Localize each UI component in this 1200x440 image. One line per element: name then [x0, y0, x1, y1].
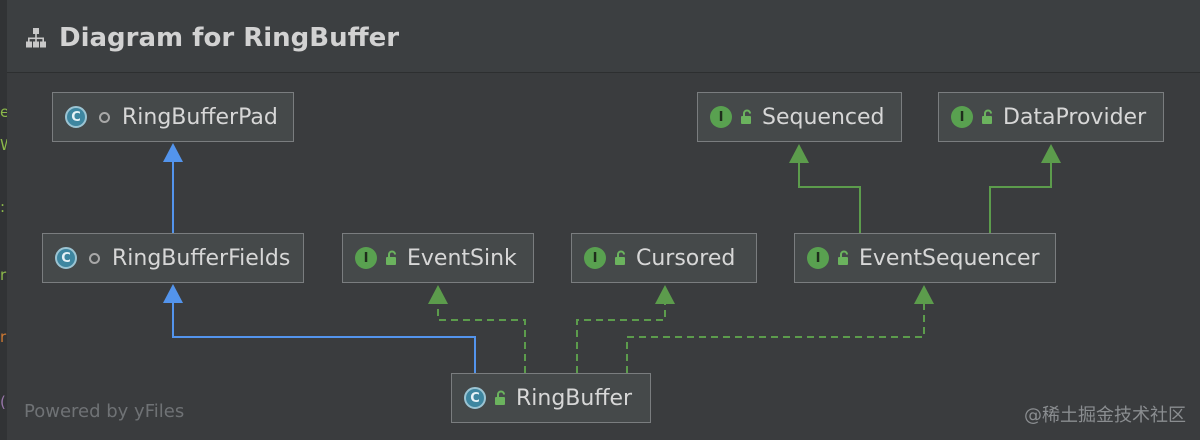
node-ringbufferfields[interactable]: C RingBufferFields: [42, 233, 304, 283]
powered-by-label: Powered by yFiles: [24, 401, 185, 422]
hierarchy-icon: [26, 28, 46, 48]
edge-ringbuffer-extends-ringbufferfields: [163, 284, 476, 373]
public-lock-icon: [982, 109, 992, 124]
package-visibility-icon: [89, 252, 100, 264]
node-dataprovider[interactable]: I DataProvider: [938, 92, 1164, 142]
node-label: Sequenced: [762, 104, 885, 130]
arrowhead-icon: [789, 144, 809, 163]
arrowhead-icon: [163, 284, 183, 303]
diagram-title: Diagram for RingBuffer: [59, 23, 400, 53]
node-label: RingBufferPad: [122, 104, 278, 130]
arrowhead-icon: [1041, 144, 1061, 163]
class-icon: C: [464, 387, 486, 409]
node-label: RingBufferFields: [112, 245, 291, 271]
node-ringbufferpad[interactable]: C RingBufferPad: [52, 92, 294, 142]
class-icon: C: [55, 247, 77, 269]
public-lock-icon: [386, 250, 396, 265]
public-lock-icon: [615, 250, 625, 265]
edge-ringbufferfields-extends-ringbufferpad: [163, 143, 183, 233]
node-ringbuffer[interactable]: C RingBuffer: [451, 373, 651, 423]
node-label: EventSequencer: [859, 245, 1040, 271]
node-label: Cursored: [636, 245, 736, 271]
edge-ringbuffer-implements-eventsink: [428, 285, 526, 373]
edge-ringbuffer-implements-eventsequencer: [626, 285, 934, 373]
edge-eventsequencer-extends-sequenced: [789, 144, 861, 233]
interface-icon: I: [951, 106, 973, 128]
arrowhead-icon: [428, 285, 448, 304]
arrowhead-icon: [163, 143, 183, 162]
node-eventsink[interactable]: I EventSink: [342, 233, 534, 283]
public-lock-icon: [741, 109, 751, 124]
arrowhead-icon: [655, 285, 675, 304]
edge-eventsequencer-extends-dataprovider: [989, 144, 1061, 233]
public-lock-icon: [838, 250, 848, 265]
node-label: RingBuffer: [516, 385, 633, 411]
edge-ringbuffer-implements-cursored: [576, 285, 675, 373]
interface-icon: I: [807, 247, 829, 269]
interface-icon: I: [584, 247, 606, 269]
arrowhead-icon: [914, 285, 934, 304]
public-lock-icon: [495, 390, 505, 405]
package-visibility-icon: [99, 111, 110, 123]
node-eventsequencer[interactable]: I EventSequencer: [794, 233, 1056, 283]
node-sequenced[interactable]: I Sequenced: [697, 92, 902, 142]
watermark-label: @稀土掘金技术社区: [1024, 405, 1186, 426]
interface-icon: I: [355, 247, 377, 269]
node-label: DataProvider: [1003, 104, 1147, 130]
class-icon: C: [65, 106, 87, 128]
node-cursored[interactable]: I Cursored: [571, 233, 757, 283]
node-label: EventSink: [407, 245, 517, 271]
interface-icon: I: [710, 106, 732, 128]
title-bar: Diagram for RingBuffer: [7, 0, 1200, 73]
editor-gutter-edge: e W : r r (: [0, 0, 7, 440]
